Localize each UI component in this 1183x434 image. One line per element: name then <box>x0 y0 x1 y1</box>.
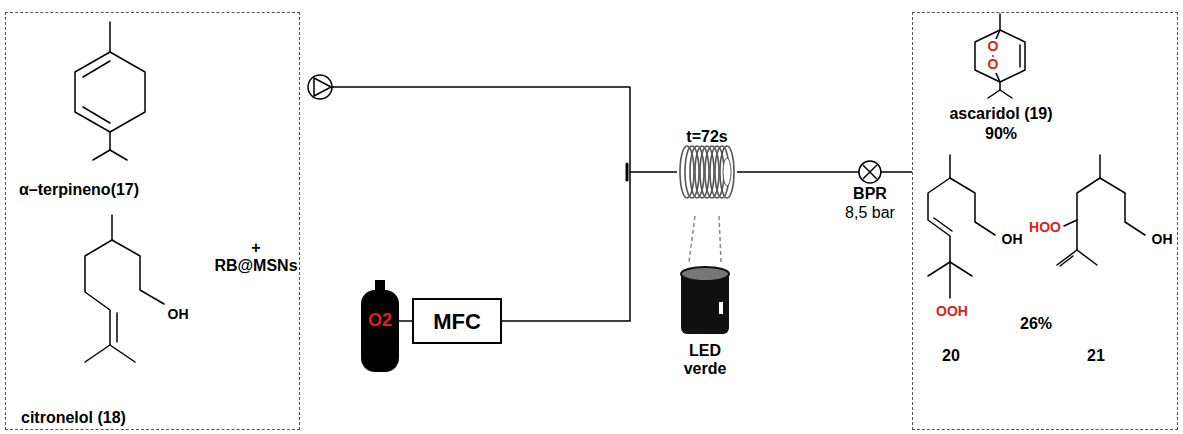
tubing-line <box>737 171 841 173</box>
residence-time: t=72s <box>686 128 727 146</box>
atom-label: OOH <box>935 304 969 319</box>
led-lamp: LED verde <box>675 262 735 397</box>
yield-value: 26% <box>1020 315 1052 333</box>
mass-flow-controller: MFC <box>412 298 502 344</box>
compound-number: 21 <box>1087 347 1105 365</box>
oxygen-cylinder: O2 <box>361 280 399 372</box>
citronellol-structure <box>85 215 164 362</box>
yield-value: 90% <box>985 125 1017 143</box>
atom-label: OH <box>1001 232 1024 247</box>
atom-label: OH <box>167 307 190 322</box>
catalyst-name: RB@MSNs <box>214 257 297 275</box>
alpha-terpinene-structure <box>75 22 145 160</box>
atom-label: O <box>987 57 1000 72</box>
tubing-line <box>899 171 912 173</box>
lamp-label: LED verde <box>680 342 730 379</box>
pump-symbol <box>308 75 332 99</box>
atom-label: OH <box>1151 232 1174 247</box>
hydroperoxide-21-structure <box>1057 155 1145 266</box>
device-label: BPR <box>853 185 887 203</box>
hydroperoxide-20-structure <box>928 155 995 298</box>
compound-number: 20 <box>942 347 960 365</box>
gas-formula: O2 <box>368 310 392 331</box>
device-label: MFC <box>433 309 481 334</box>
back-pressure-regulator: BPR8,5 bar <box>841 160 899 224</box>
ascaridol-structure <box>975 14 1025 98</box>
atom-label: O <box>987 39 1000 54</box>
tubing-line <box>399 320 412 322</box>
reactant-panel: α–terpineno(17) citronelol (18) +RB@MSNs <box>5 12 300 430</box>
tubing-line <box>502 172 677 321</box>
coil-reactor: t=72s <box>677 128 737 216</box>
plus-sign: + <box>251 239 260 257</box>
feed-line <box>332 87 630 172</box>
atom-label: HOO <box>1028 220 1062 235</box>
pressure-value: 8,5 bar <box>845 204 895 222</box>
light-beam <box>689 216 721 262</box>
compound-name: citronelol (18) <box>21 409 126 427</box>
t-junction <box>626 164 629 180</box>
compound-name: α–terpineno(17) <box>19 181 139 199</box>
compound-name: ascaridol (19) <box>949 105 1052 123</box>
